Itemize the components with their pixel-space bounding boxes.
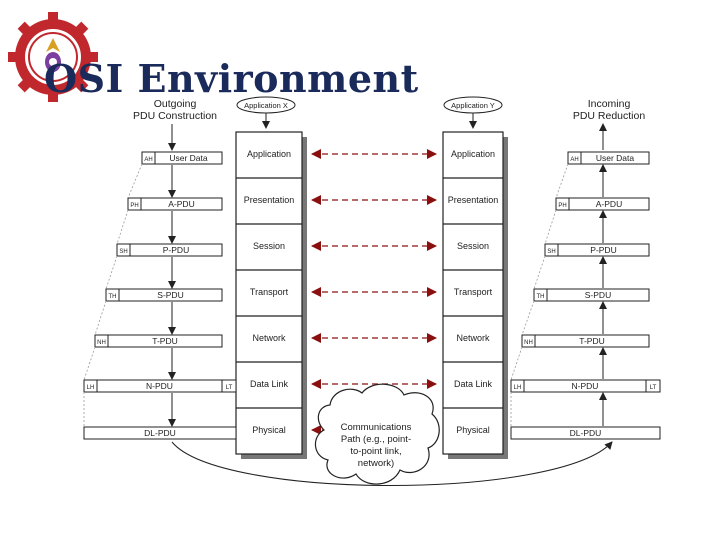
incoming-pdu-label-user-data: User Data: [596, 153, 635, 163]
outgoing-pdu-box-n-pdu: [83, 379, 237, 393]
outgoing-header-sh: SH: [119, 249, 127, 255]
left-stack-body: [235, 131, 303, 455]
cloud-line-2: Path (e.g., point-: [341, 434, 411, 445]
right-layer-stack: ApplicationPresentationSessionTransportN…: [443, 149, 503, 435]
outgoing-pdu-label-user-data: User Data: [169, 153, 208, 163]
cloud-line-3: to-point link,: [350, 446, 401, 457]
incoming-pdu-box-user-data: [567, 151, 650, 165]
slide-title: OSI Environment: [44, 56, 419, 101]
outgoing-pdu-box-t-pdu: [94, 334, 223, 348]
incoming-header-lh: LH: [514, 385, 522, 391]
outgoing-pdu-label-s-pdu: S-PDU: [157, 290, 183, 300]
outgoing-trailer-lt: LT: [226, 385, 233, 391]
right-layer-transport: Transport: [454, 287, 493, 297]
incoming-trailer-lt: LT: [650, 385, 657, 391]
right-layer-presentation: Presentation: [448, 195, 499, 205]
svg-text:Application Y: Application Y: [451, 101, 495, 110]
application-x-oval: Application X: [236, 96, 296, 129]
left-layer-stack: ApplicationPresentationSessionTransportN…: [236, 149, 302, 435]
university-logo: [8, 12, 98, 102]
incoming-title-line1: Incoming: [588, 98, 631, 110]
outgoing-pdu-label-a-pdu: A-PDU: [168, 199, 194, 209]
outgoing-header-ah: AH: [144, 157, 152, 163]
left-layer-transport: Transport: [250, 287, 289, 297]
logo-gear-icon: [8, 12, 98, 102]
cloud-line-1: Communications: [341, 422, 412, 433]
incoming-pdu-label-p-pdu: P-PDU: [590, 245, 616, 255]
cloud-line-4: network): [358, 458, 394, 469]
left-layer-data-link: Data Link: [250, 379, 289, 389]
incoming-header-sh: SH: [547, 249, 555, 255]
outgoing-pdu-box-s-pdu: [105, 288, 223, 302]
outgoing-pdu-box-p-pdu: [116, 243, 223, 257]
incoming-header-ah: AH: [570, 157, 578, 163]
outgoing-title-line1: Outgoing: [154, 98, 197, 110]
incoming-pdu-box-p-pdu: [544, 243, 650, 257]
incoming-pdu-label-dl-pdu: DL-PDU: [570, 428, 602, 438]
outgoing-pdu-label-n-pdu: N-PDU: [146, 381, 173, 391]
right-layer-physical: Physical: [456, 425, 490, 435]
incoming-header-ph: PH: [558, 203, 566, 209]
incoming-pdu-label-n-pdu: N-PDU: [572, 381, 599, 391]
outgoing-pdu-label-dl-pdu: DL-PDU: [144, 428, 176, 438]
incoming-header-th: TH: [537, 294, 545, 300]
outgoing-pdu-box-a-pdu: [127, 197, 223, 211]
outgoing-pdu-label-p-pdu: P-PDU: [163, 245, 189, 255]
incoming-pdu-box-n-pdu: [510, 379, 661, 393]
incoming-header-nh: NH: [524, 340, 533, 346]
right-layer-network: Network: [456, 333, 490, 343]
outgoing-pdu-box-user-data: [141, 151, 223, 165]
bottom-path-arrow: [171, 441, 613, 486]
left-layer-presentation: Presentation: [244, 195, 295, 205]
left-layer-session: Session: [253, 241, 285, 251]
application-y-oval: Application Y: [443, 96, 503, 129]
outgoing-header-ph: PH: [130, 203, 138, 209]
outgoing-pdu-label-t-pdu: T-PDU: [152, 336, 178, 346]
right-layer-application: Application: [451, 149, 495, 159]
communications-cloud: Communications Path (e.g., point- to-poi…: [314, 383, 440, 485]
incoming-pdu-box-dl-pdu: [510, 426, 661, 440]
left-layer-application: Application: [247, 149, 291, 159]
outgoing-header-nh: NH: [97, 340, 106, 346]
left-layer-network: Network: [252, 333, 286, 343]
incoming-pdu-box-t-pdu: [521, 334, 650, 348]
incoming-pdu-label-a-pdu: A-PDU: [596, 199, 622, 209]
left-layer-physical: Physical: [252, 425, 286, 435]
outgoing-header-lh: LH: [87, 385, 95, 391]
incoming-pdu-label-t-pdu: T-PDU: [579, 336, 605, 346]
right-stack-body: [442, 131, 504, 455]
right-layer-session: Session: [457, 241, 489, 251]
incoming-pdu-box-s-pdu: [533, 288, 650, 302]
incoming-pdu-label-s-pdu: S-PDU: [585, 290, 611, 300]
outgoing-pdu-box-dl-pdu: [83, 426, 237, 440]
right-layer-data-link: Data Link: [454, 379, 493, 389]
incoming-title-line2: PDU Reduction: [573, 110, 646, 122]
outgoing-title-line2: PDU Construction: [133, 110, 217, 122]
svg-text:Application X: Application X: [244, 101, 288, 110]
outgoing-header-th: TH: [109, 294, 117, 300]
